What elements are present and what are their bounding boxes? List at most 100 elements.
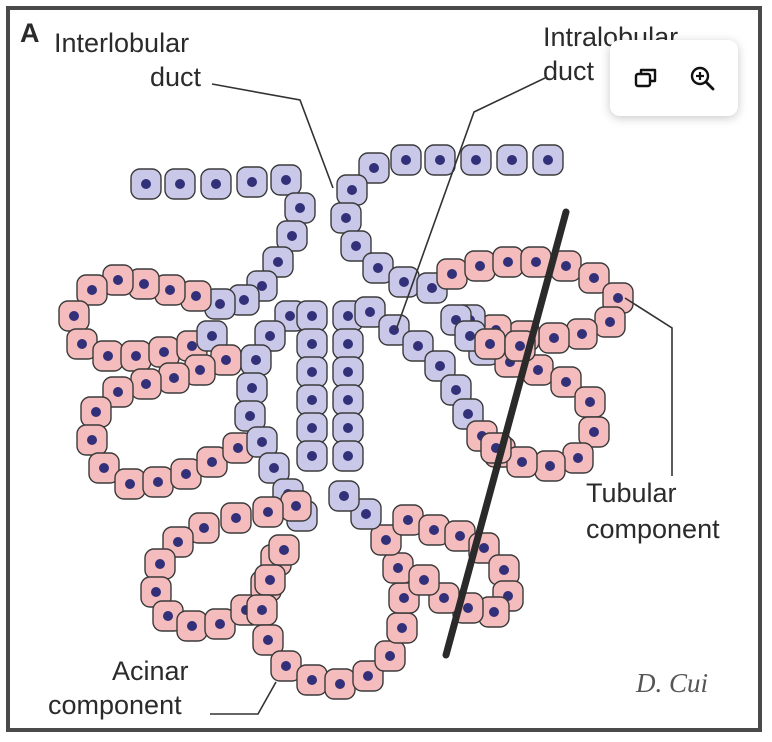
cell-nucleus <box>363 671 373 681</box>
cell-nucleus <box>187 341 197 351</box>
cell-nucleus <box>265 331 275 341</box>
cell-nucleus <box>361 509 371 519</box>
cell-nucleus <box>125 479 135 489</box>
cell-nucleus <box>307 311 317 321</box>
cell-nucleus <box>307 367 317 377</box>
cell-nucleus <box>503 257 513 267</box>
cell-nucleus <box>181 469 191 479</box>
cell-nucleus <box>589 427 599 437</box>
cell-nucleus <box>561 261 571 271</box>
intralobular-leader <box>395 77 546 331</box>
cell-nucleus <box>165 285 175 295</box>
cell-nucleus <box>549 333 559 343</box>
cell-nucleus <box>589 273 599 283</box>
cell-nucleus <box>573 453 583 463</box>
cell-nucleus <box>585 397 595 407</box>
cell-nucleus <box>69 311 79 321</box>
cell-nucleus <box>605 317 615 327</box>
cell-nucleus <box>207 457 217 467</box>
cell-nucleus <box>343 339 353 349</box>
cell-nucleus <box>155 559 165 569</box>
cell-nucleus <box>113 387 123 397</box>
cell-nucleus <box>403 515 413 525</box>
cell-nucleus <box>211 179 221 189</box>
interlobular-label-line1: Interlobular <box>54 28 189 58</box>
cell-nucleus <box>455 531 465 541</box>
cell-nucleus <box>207 331 217 341</box>
cell-nucleus <box>187 621 197 631</box>
cell-nucleus <box>163 611 173 621</box>
image-toolbar <box>610 40 738 116</box>
cell-nucleus <box>265 575 275 585</box>
tubular-cut-line <box>442 208 570 659</box>
cell-nucleus <box>385 651 395 661</box>
cell-nucleus <box>339 491 349 501</box>
acinar-label-line2: component <box>48 690 182 720</box>
cell-nucleus <box>307 395 317 405</box>
cell-nucleus <box>351 241 361 251</box>
cell-nucleus <box>381 535 391 545</box>
cell-nucleus <box>343 423 353 433</box>
cell-nucleus <box>131 351 141 361</box>
tubular-label-line2: component <box>586 514 720 544</box>
cell-nucleus <box>447 269 457 279</box>
cell-nucleus <box>399 593 409 603</box>
cell-nucleus <box>263 507 273 517</box>
cell-nucleus <box>341 213 351 223</box>
cell-nucleus <box>281 661 291 671</box>
cell-nucleus <box>517 457 527 467</box>
cell-nucleus <box>439 593 449 603</box>
tubular-label-line1: Tubular <box>586 478 677 508</box>
cell-nucleus <box>91 407 101 417</box>
cell-nucleus <box>335 679 345 689</box>
cell-nucleus <box>287 231 297 241</box>
cell-nucleus <box>251 355 261 365</box>
cell-nucleus <box>561 377 571 387</box>
cell-nucleus <box>435 361 445 371</box>
zoom-in-icon <box>690 66 715 91</box>
zoom-in-button[interactable] <box>680 56 724 100</box>
cell-nucleus <box>435 155 445 165</box>
cell-nucleus <box>169 373 179 383</box>
cell-nucleus <box>285 311 295 321</box>
cell-nucleus <box>463 603 473 613</box>
cell-nucleus <box>347 185 357 195</box>
cell-nucleus <box>613 293 623 303</box>
cell-nucleus <box>543 155 553 165</box>
panel-letter: A <box>20 18 40 48</box>
cell-nucleus <box>151 587 161 597</box>
interlobular-leader <box>211 83 334 189</box>
cell-nucleus <box>307 451 317 461</box>
cell-nucleus <box>269 463 279 473</box>
cell-nucleus <box>231 513 241 523</box>
cell-nucleus <box>239 295 249 305</box>
cell-nucleus <box>247 383 257 393</box>
open-in-new-window-button[interactable] <box>624 56 668 100</box>
windows-icon <box>634 68 657 88</box>
cell-nucleus <box>399 277 409 287</box>
cell-nucleus <box>221 355 231 365</box>
tubular-leader <box>624 297 673 476</box>
cell-nucleus <box>159 347 169 357</box>
cell-nucleus <box>141 179 151 189</box>
cell-nucleus <box>373 263 383 273</box>
cell-nucleus <box>175 179 185 189</box>
cell-nucleus <box>507 155 517 165</box>
cell-nucleus <box>397 623 407 633</box>
cell-nucleus <box>307 675 317 685</box>
intralobular-label-line2: duct <box>543 56 595 86</box>
cell-nucleus <box>485 339 495 349</box>
cell-nucleus <box>307 339 317 349</box>
author-signature: D. Cui <box>635 668 708 698</box>
cell-nucleus <box>233 443 243 453</box>
cell-nucleus <box>199 523 209 533</box>
leader-lines <box>210 77 673 715</box>
cell-nucleus <box>245 411 255 421</box>
cell-nucleus <box>479 543 489 553</box>
cell-nucleus <box>139 279 149 289</box>
cell-nucleus <box>463 409 473 419</box>
cell-nucleus <box>489 607 499 617</box>
cell-nucleus <box>401 155 411 165</box>
cell-nucleus <box>281 175 291 185</box>
